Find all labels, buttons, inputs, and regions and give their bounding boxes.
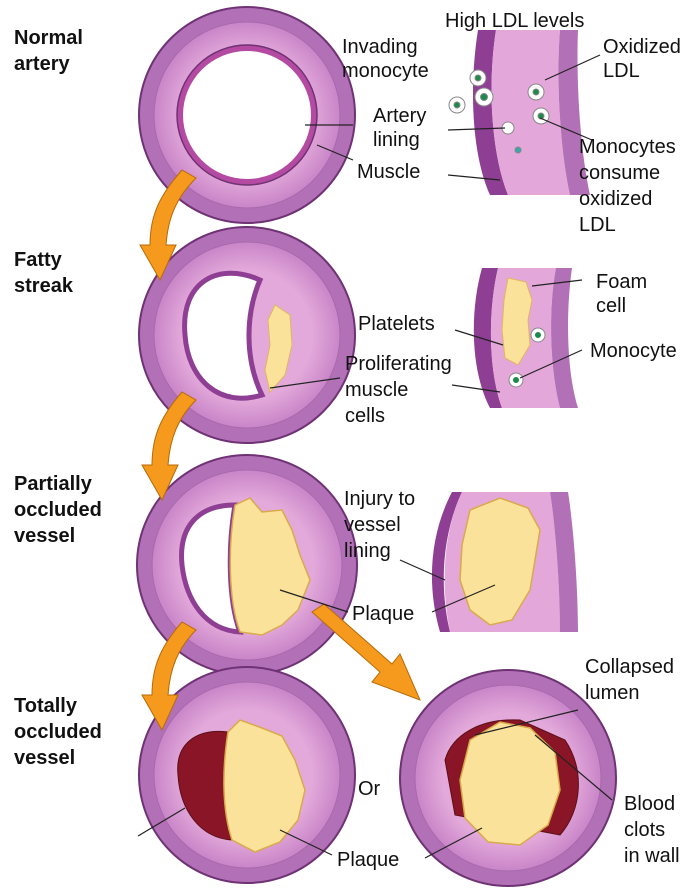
stage-title-partially-occluded: Partially occluded vessel (14, 473, 107, 547)
label-high-ldl: High LDL levels (445, 10, 584, 32)
label-injury: Injury to vessel lining (344, 488, 421, 562)
label-artery-lining: Artery lining (373, 105, 432, 151)
label-platelets: Platelets (358, 313, 435, 335)
label-plaque-mid: Plaque (352, 603, 414, 625)
label-or: Or (358, 778, 381, 800)
label-oxidized-ldl: Oxidized LDL (603, 36, 686, 82)
label-collapsed-lumen: Collapsed lumen (585, 656, 680, 704)
label-blood-clots: Blood clots in wall (624, 793, 681, 867)
stage-title-normal: Normal artery (14, 27, 88, 75)
label-proliferating-muscle-cells: Proliferating muscle cells (345, 353, 457, 427)
label-muscle: Muscle (357, 161, 420, 183)
stage-title-totally-occluded: Totally occluded vessel (14, 695, 107, 769)
fatty-streak-wall-segment (474, 268, 578, 408)
label-monocytes-consume: Monocytes consume oxidized LDL (579, 136, 681, 236)
normal-artery-wall-segment (449, 30, 590, 195)
label-plaque-bottom: Plaque (337, 849, 399, 871)
label-invading-monocyte: Invading monocyte (342, 36, 429, 82)
partially-occluded-wall-segment (432, 492, 578, 632)
stage-title-fatty-streak: Fatty streak (14, 249, 74, 297)
label-monocyte: Monocyte (590, 340, 677, 362)
label-foam-cell: Foam cell (596, 271, 653, 317)
